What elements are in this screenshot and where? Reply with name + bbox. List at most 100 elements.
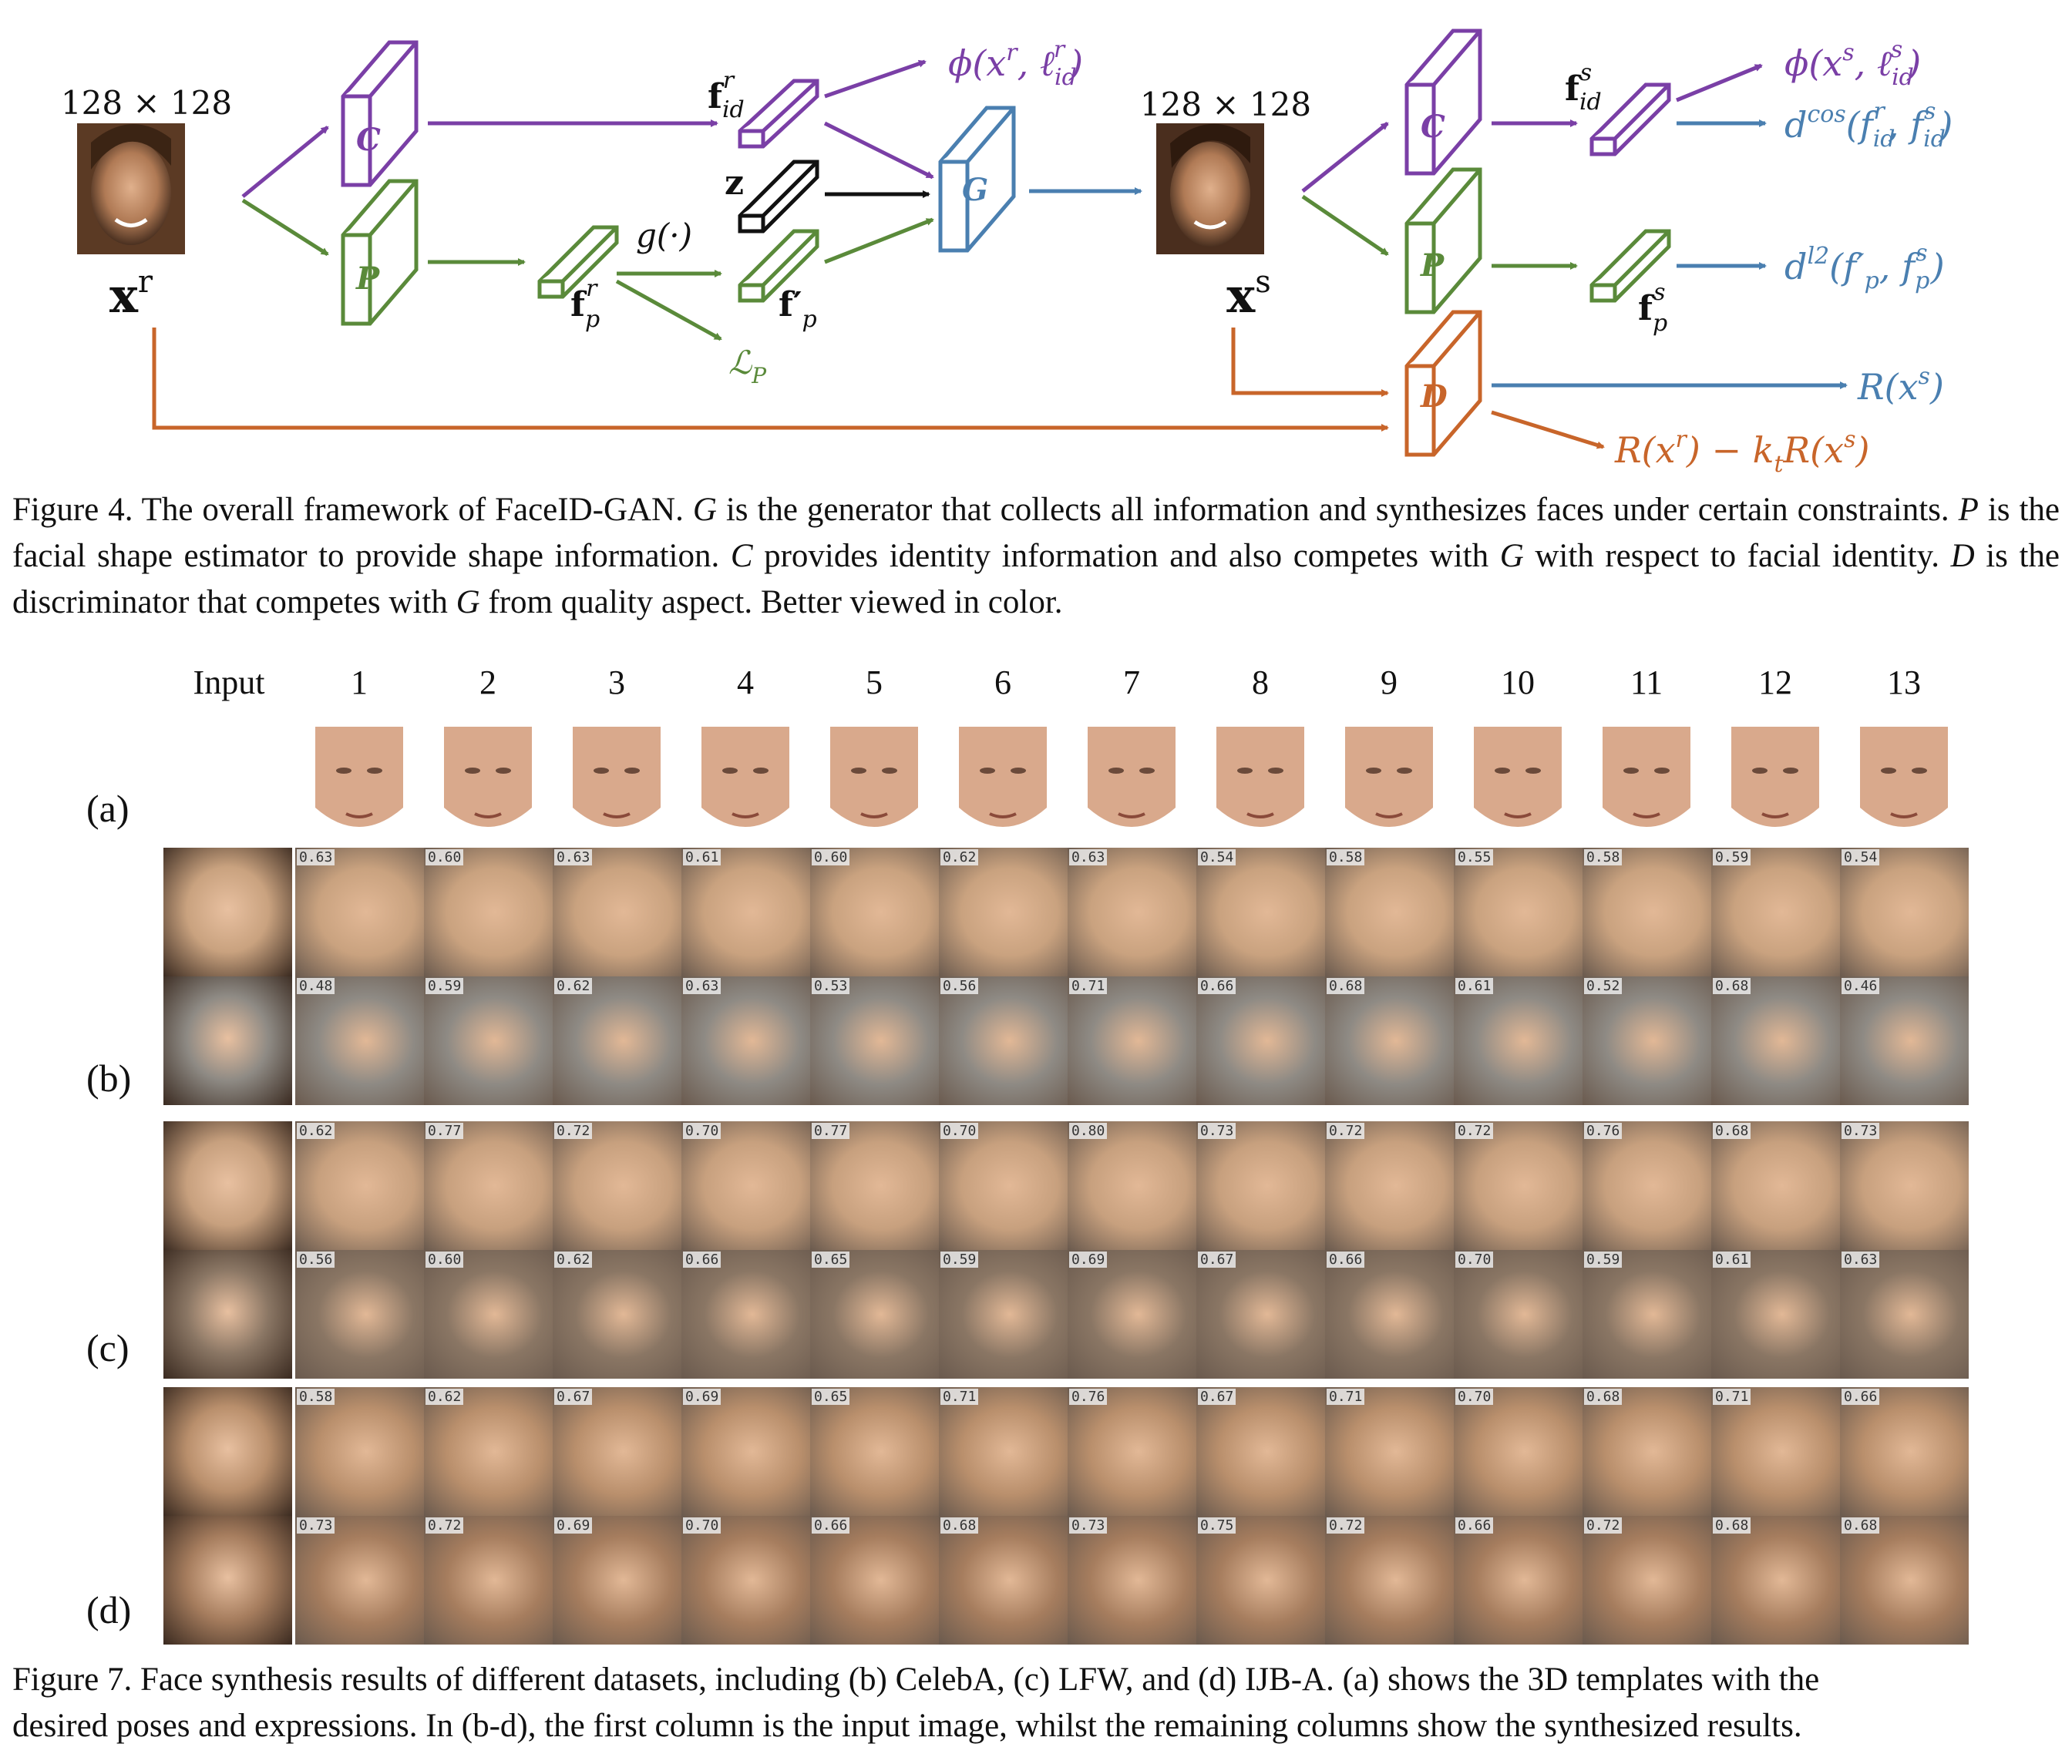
synth-tile: 0.73 [1196,1121,1325,1250]
similarity-score: 0.65 [812,1252,850,1268]
feature-fid-r [738,79,819,149]
similarity-score: 0.67 [1198,1252,1236,1268]
synth-tile: 0.75 [1196,1516,1325,1645]
synth-tile: 0.59 [1583,1250,1711,1379]
synth-tile: 0.59 [1711,848,1840,976]
similarity-score: 0.76 [1069,1389,1108,1405]
similarity-score: 0.73 [297,1517,335,1534]
label-dcos: dcos(fidr, fids) [1784,98,1953,153]
column-header: 10 [1501,664,1535,701]
similarity-score: 0.61 [683,849,722,865]
similarity-score: 0.60 [812,849,850,865]
similarity-score: 0.68 [1713,978,1751,994]
synth-tile: 0.69 [553,1516,681,1645]
synth-tile: 0.62 [424,1387,553,1516]
column-header: 3 [608,664,625,701]
synth-tile: 0.59 [424,976,553,1105]
similarity-score: 0.48 [297,978,335,994]
input-photo [163,976,292,1105]
similarity-score: 0.68 [1842,1517,1880,1534]
similarity-score: 0.67 [554,1389,593,1405]
label-P-left: P [355,260,381,297]
synth-tile: 0.63 [295,848,424,976]
similarity-score: 0.61 [1713,1252,1751,1268]
similarity-score: 0.69 [1069,1252,1108,1268]
similarity-score: 0.62 [426,1389,464,1405]
column-header: 13 [1887,664,1921,701]
synth-tile: 0.72 [1454,1121,1583,1250]
similarity-score: 0.58 [297,1389,335,1405]
similarity-score: 0.72 [554,1123,593,1139]
synth-tile: 0.60 [424,848,553,976]
template-face [1596,723,1697,838]
similarity-score: 0.77 [426,1123,464,1139]
column-header: 9 [1381,664,1398,701]
input-photo [163,1250,292,1379]
synth-tile: 0.56 [939,976,1068,1105]
similarity-score: 0.53 [812,978,850,994]
similarity-score: 0.54 [1842,849,1880,865]
synth-tile: 0.60 [810,848,939,976]
label-dl2: dl2(f′p, fps) [1784,240,1945,294]
box-C-right [1404,29,1482,176]
template-face [438,723,538,838]
arrow-fp-G [824,217,934,264]
noise-z [738,160,819,234]
template-face [1081,723,1182,838]
arrow-xr-P [241,198,329,257]
similarity-score: 0.56 [940,978,979,994]
label-Rxs: R(xs) [1857,363,1944,408]
similarity-score: 0.70 [683,1517,722,1534]
similarity-score: 0.72 [1327,1123,1365,1139]
label-P-right: P [1420,247,1445,284]
synth-tile: 0.52 [1583,976,1711,1105]
column-header: 2 [479,664,496,701]
template-face [1854,723,1954,838]
similarity-score: 0.73 [1069,1517,1108,1534]
box-P-right [1404,167,1482,314]
synth-tile: 0.66 [1454,1516,1583,1645]
synth-tile: 0.54 [1196,848,1325,976]
similarity-score: 0.80 [1069,1123,1108,1139]
similarity-score: 0.46 [1842,978,1880,994]
arrow-D-Rdiff [1491,410,1605,449]
synth-tile: 0.54 [1840,848,1969,976]
arrow-g-LP [615,279,722,341]
input-face-xr [77,123,185,254]
similarity-score: 0.63 [683,978,722,994]
arrow-fid-G [823,121,934,180]
synth-tile: 0.67 [1196,1387,1325,1516]
similarity-score: 0.69 [683,1389,722,1405]
similarity-score: 0.59 [1713,849,1751,865]
synth-tile: 0.72 [1583,1516,1711,1645]
synth-tile: 0.62 [939,848,1068,976]
arrow-xs-C [1301,122,1389,193]
similarity-score: 0.62 [940,849,979,865]
arrow-xs-D [1231,328,1389,397]
similarity-score: 0.71 [1327,1389,1365,1405]
arrow-fids-phi [1676,63,1763,102]
similarity-score: 0.75 [1198,1517,1236,1534]
similarity-score: 0.66 [1842,1389,1880,1405]
column-header: 7 [1123,664,1140,701]
similarity-score: 0.63 [1842,1252,1880,1268]
template-face [567,723,667,838]
similarity-score: 0.58 [1327,849,1365,865]
feature-fid-s [1589,82,1671,156]
synth-tile: 0.58 [1325,848,1454,976]
similarity-score: 0.68 [1584,1389,1623,1405]
label-xs: xs [1226,264,1271,324]
arrow-xr-C [241,126,329,198]
synth-tile: 0.73 [1840,1121,1969,1250]
synth-tile: 0.71 [1325,1387,1454,1516]
similarity-score: 0.76 [1584,1123,1623,1139]
template-face [1210,723,1310,838]
arrow-xs-P [1301,194,1389,257]
synth-tile: 0.59 [939,1250,1068,1379]
column-header: 8 [1252,664,1269,701]
similarity-score: 0.71 [1069,978,1108,994]
synth-tile: 0.55 [1454,848,1583,976]
similarity-score: 0.62 [554,978,593,994]
figure7-caption: Figure 7. Face synthesis results of diff… [12,1657,2060,1749]
synth-tile: 0.62 [553,976,681,1105]
